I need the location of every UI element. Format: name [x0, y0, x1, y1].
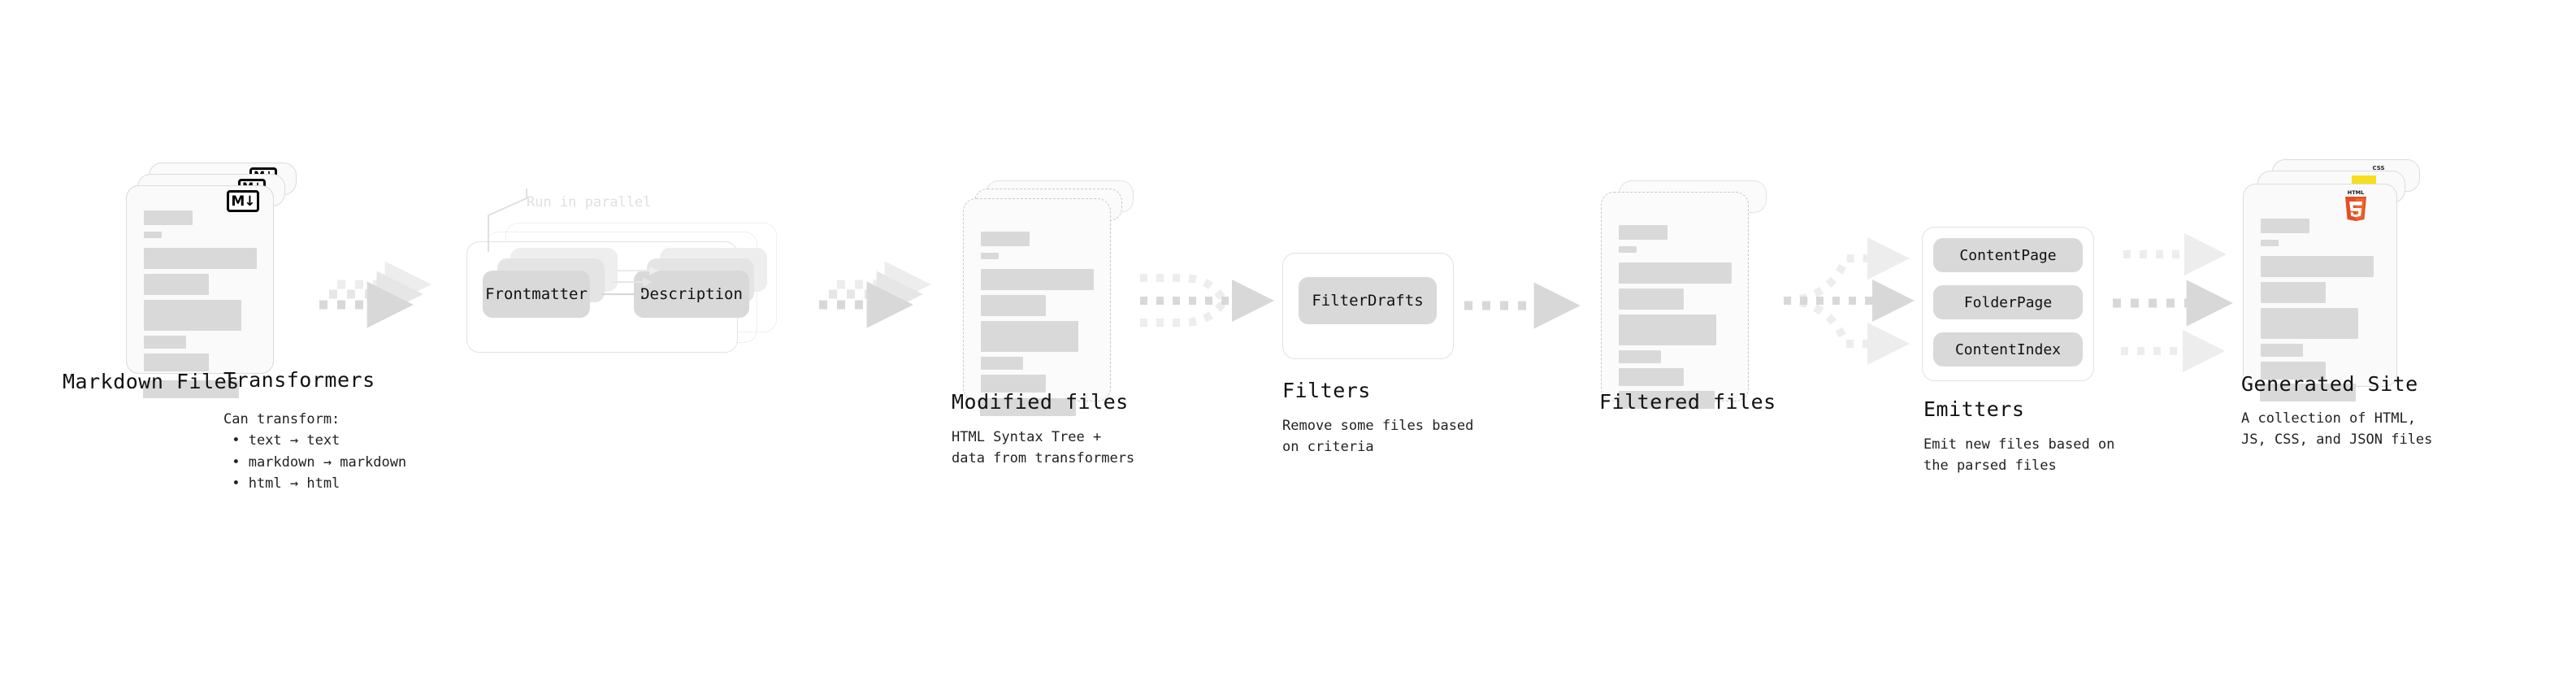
content-bar — [981, 375, 1046, 393]
stage-generated-site: CSS HTML Generated Site — [2241, 159, 2438, 448]
content-bar — [1619, 350, 1661, 363]
chip-folderpage-label: FolderPage — [1963, 293, 2053, 311]
content-bar — [144, 274, 209, 295]
content-bar — [1619, 288, 1684, 310]
stage-modified-files: Modified files HTML Syntax Tree + data f… — [952, 180, 1150, 466]
chip-folderpage[interactable]: FolderPage — [1933, 285, 2083, 319]
stage-subtitle-generated-site: A collection of HTML, JS, CSS, and JSON … — [2241, 410, 2433, 449]
generated-file-stack: CSS HTML — [2243, 159, 2438, 427]
content-bar — [144, 248, 257, 269]
generated-card-front — [2243, 184, 2397, 387]
chip-frontmatter-label: Frontmatter — [485, 285, 588, 303]
filtered-file-stack — [1601, 180, 1788, 424]
stage-title-modified-files: Modified files — [952, 390, 1129, 414]
markdown-card-front — [126, 185, 274, 374]
stage-subtitle-emitters: Emit new files based on the parsed files — [1923, 436, 2115, 475]
content-bar — [143, 380, 239, 398]
stage-title-emitters: Emitters — [1923, 397, 2025, 421]
run-in-parallel-label: Run in parallel — [527, 194, 652, 210]
content-bar — [1619, 246, 1637, 253]
stage-title-transformers: Transformers — [223, 368, 375, 392]
markdown-icon: M↓ — [227, 190, 259, 212]
connector-filtered-to-emitters — [1783, 237, 1915, 365]
filtered-card-front — [1601, 192, 1749, 409]
content-bar — [2261, 219, 2309, 233]
chip-contentindex[interactable]: ContentIndex — [1933, 332, 2083, 367]
stage-title-filtered-files: Filtered files — [1599, 390, 1776, 414]
content-bar — [2260, 384, 2356, 401]
content-bar — [981, 321, 1078, 352]
chip-filterdrafts[interactable]: FilterDrafts — [1299, 277, 1437, 324]
content-bar — [2261, 308, 2358, 339]
content-bar — [144, 354, 209, 371]
content-bar — [981, 357, 1023, 370]
markdown-file-stack: M↓ M↓ M↓ — [126, 163, 313, 423]
stage-title-generated-site: Generated Site — [2241, 372, 2418, 396]
svg-text:HTML: HTML — [2348, 189, 2364, 196]
content-bar — [144, 300, 241, 331]
content-bar — [2261, 282, 2326, 303]
content-bar — [2261, 344, 2303, 357]
stage-markdown-files: M↓ M↓ M↓ Markdown Files — [63, 163, 313, 423]
stage-subtitle-transformers: Can transform: • text → text • markdown … — [223, 411, 407, 492]
connector-transformers-to-modified — [819, 261, 931, 328]
content-bar — [1619, 368, 1684, 386]
content-bar — [2261, 362, 2326, 380]
content-bar — [144, 210, 193, 225]
modified-card-front — [963, 198, 1111, 401]
content-bar — [144, 232, 162, 238]
content-bar — [981, 295, 1046, 316]
content-bar — [2261, 256, 2374, 277]
stage-title-filters: Filters — [1282, 379, 1371, 402]
chip-description-label: Description — [640, 285, 743, 303]
content-bar — [1619, 314, 1716, 345]
chip-contentindex-label: ContentIndex — [1954, 340, 2062, 358]
chip-contentpage-label: ContentPage — [1959, 246, 2057, 264]
stage-subtitle-modified-files: HTML Syntax Tree + data from transformer… — [952, 429, 1135, 467]
content-bar — [2261, 240, 2279, 246]
content-bar — [144, 336, 186, 349]
content-bar — [981, 253, 999, 259]
content-bar — [1619, 262, 1732, 284]
content-bar — [981, 269, 1094, 290]
chip-frontmatter[interactable]: Frontmatter — [483, 271, 590, 318]
html5-icon: HTML — [2345, 189, 2366, 221]
content-bar — [1619, 225, 1667, 240]
connector-modified-to-filters — [1140, 274, 1274, 327]
modified-file-stack — [963, 180, 1150, 424]
stage-subtitle-filters: Remove some files based on criteria — [1282, 418, 1474, 456]
svg-text:CSS: CSS — [2372, 165, 2384, 171]
content-bar — [980, 398, 1076, 416]
chip-description[interactable]: Description — [634, 271, 749, 318]
stage-filtered-files: Filtered files — [1599, 180, 1788, 424]
chip-contentpage[interactable]: ContentPage — [1933, 238, 2083, 272]
stage-title-markdown-files: Markdown Files — [63, 370, 240, 393]
content-bar — [1619, 391, 1715, 409]
chip-filterdrafts-label: FilterDrafts — [1312, 292, 1424, 310]
connector-markdown-to-transformers — [319, 261, 432, 328]
connector-emitters-to-generated — [2113, 233, 2233, 372]
content-bar — [981, 232, 1030, 246]
